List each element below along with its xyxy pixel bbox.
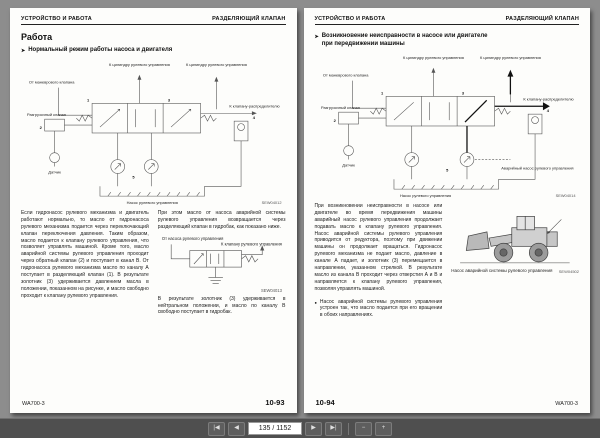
body-column-1: При возникновении неисправности в насосе… bbox=[315, 203, 443, 319]
diagram-label-cylinder-2: К цилиндру рулевого управления bbox=[479, 55, 540, 60]
diagram-number: 4 bbox=[546, 108, 549, 113]
header-chapter-title: РАЗДЕЛЯЮЩИЙ КЛАПАН bbox=[212, 16, 286, 22]
diagram-label-sensor: Датчик bbox=[342, 162, 355, 167]
diagram-number: 5 bbox=[132, 174, 135, 179]
prev-page-button[interactable]: ◀ bbox=[228, 421, 245, 436]
loader-caption-row: Насос аварийной системы рулевого управле… bbox=[451, 268, 579, 274]
body-columns: При возникновении неисправности в насосе… bbox=[315, 203, 580, 319]
footer-page-number: 10-94 bbox=[315, 398, 335, 407]
topic-title: Нормальный режим работы насоса и двигате… bbox=[28, 47, 173, 53]
diagram-number: 3 bbox=[168, 97, 171, 102]
diagram-label-cylinder-1: К цилиндру рулевого управления bbox=[109, 62, 170, 67]
diagram-label-spool: К клапану-распределителю bbox=[523, 96, 573, 101]
footer-page-number: 10-93 bbox=[265, 398, 285, 407]
bullet-arrow-icon: ➤ bbox=[21, 48, 26, 54]
figure-code: SEW04502 bbox=[558, 268, 579, 274]
diagram-label-pump: Насос рулевого управления bbox=[399, 193, 450, 198]
flow-arrowheads bbox=[506, 69, 550, 111]
diagram-label-emergency-pump: Аварийный насос рулевого управления bbox=[501, 165, 573, 170]
loader-shapes bbox=[460, 216, 570, 264]
wheel-loader-illustration bbox=[460, 216, 570, 264]
loader-caption: Насос аварийной системы рулевого управле… bbox=[451, 268, 553, 273]
hydraulic-schematic-normal-mode: К цилиндру рулевого управления К цилиндр… bbox=[27, 62, 282, 205]
zoom-out-button[interactable]: − bbox=[355, 421, 372, 436]
document-page-left: УСТРОЙСТВО И РАБОТА РАЗДЕЛЯЮЩИЙ КЛАПАН Р… bbox=[10, 8, 297, 413]
first-page-button[interactable]: |◀ bbox=[208, 421, 225, 436]
body-text: При возникновении неисправности в насосе… bbox=[314, 203, 443, 292]
page-indicator-input[interactable] bbox=[248, 422, 302, 435]
diagram-number: 1 bbox=[87, 97, 90, 102]
page-footer: WA700-3 10-93 bbox=[22, 398, 285, 407]
bullet-arrow-icon: ➤ bbox=[314, 34, 319, 40]
page-header: УСТРОЙСТВО И РАБОТА РАЗДЕЛЯЮЩИЙ КЛАПАН bbox=[21, 16, 286, 25]
flow-path-bold bbox=[464, 74, 544, 153]
valve-detail-schematic: От насоса рулевого управления К клапану … bbox=[162, 236, 283, 293]
diagram-label-cylinder-2: К цилиндру рулевого управления bbox=[186, 62, 247, 67]
figure-code: SEW04012 bbox=[262, 200, 282, 205]
body-columns: Если гидронасос рулевого механизма и дви… bbox=[21, 210, 286, 316]
diagram-number: 4 bbox=[253, 115, 256, 120]
diagram-label-spool: К клапану-распределителю bbox=[229, 103, 279, 108]
document-page-right: УСТРОЙСТВО И РАБОТА РАЗДЕЛЯЮЩИЙ КЛАПАН ➤… bbox=[303, 8, 590, 413]
next-page-button[interactable]: ▶ bbox=[305, 421, 322, 436]
detail-label-to: К клапану рулевого управления bbox=[221, 241, 282, 246]
diagram-number: 2 bbox=[40, 125, 43, 130]
diagram-number: 5 bbox=[446, 167, 449, 172]
viewer-toolbar: |◀ ◀ ▶ ▶| − + bbox=[0, 418, 600, 438]
body-col2-intro: При этом масло от насоса аварийной систе… bbox=[157, 210, 286, 230]
hydraulic-schematic-failure-mode: К цилиндру рулевого управления К цилиндр… bbox=[320, 55, 576, 198]
schematic-lines bbox=[337, 67, 542, 190]
body-col2-end: В результате золотник (3) удерживается в… bbox=[157, 295, 286, 316]
body-column-2: Насос аварийной системы рулевого управле… bbox=[451, 203, 579, 319]
page-footer: 10-94 WA700-3 bbox=[316, 398, 579, 407]
header-chapter-title: РАЗДЕЛЯЮЩИЙ КЛАПАН bbox=[505, 16, 579, 22]
diagram-label-relief: Разгрузочный клапан bbox=[320, 105, 359, 110]
zoom-in-button[interactable]: + bbox=[375, 421, 392, 436]
note-text: Насос аварийной системы рулевого управле… bbox=[319, 298, 443, 319]
footer-model: WA700-3 bbox=[555, 401, 578, 407]
figure-code: SEW04014 bbox=[555, 193, 576, 198]
schematic-lines bbox=[170, 244, 265, 284]
body-column-1: Если гидронасос рулевого механизма и дви… bbox=[21, 210, 149, 299]
diagram-label-manifold: От маневрового клапана bbox=[29, 80, 75, 85]
last-page-button[interactable]: ▶| bbox=[325, 421, 342, 436]
diagram-label-cylinder-1: К цилиндру рулевого управления bbox=[402, 55, 463, 60]
diagram-label-relief: Разгрузочный клапан bbox=[27, 112, 66, 117]
footer-model: WA700-3 bbox=[22, 401, 45, 407]
diagram-label-manifold: От маневрового клапана bbox=[322, 73, 368, 78]
note-paragraph: ● Насос аварийной системы рулевого управ… bbox=[315, 299, 443, 320]
figure-code: SEW04013 bbox=[261, 288, 283, 293]
detail-label-from: От насоса рулевого управления bbox=[162, 236, 223, 241]
section-title: Работа bbox=[21, 32, 53, 42]
note-bullet-icon: ● bbox=[314, 299, 317, 305]
diagram-number: 2 bbox=[333, 118, 336, 123]
page-header: УСТРОЙСТВО И РАБОТА РАЗДЕЛЯЮЩИЙ КЛАПАН bbox=[314, 16, 579, 25]
topic-bullet: ➤ Нормальный режим работы насоса и двига… bbox=[21, 47, 286, 55]
header-section-title: УСТРОЙСТВО И РАБОТА bbox=[314, 16, 386, 22]
page-spread: УСТРОЙСТВО И РАБОТА РАЗДЕЛЯЮЩИЙ КЛАПАН Р… bbox=[10, 8, 590, 413]
diagram-label-pump: Насос рулевого управления bbox=[127, 200, 178, 205]
topic-bullet: ➤ Возникновение неисправности в насосе и… bbox=[315, 33, 580, 48]
header-section-title: УСТРОЙСТВО И РАБОТА bbox=[21, 16, 92, 22]
body-column-2: При этом масло от насоса аварийной систе… bbox=[158, 210, 286, 316]
diagram-number: 1 bbox=[381, 90, 384, 95]
diagram-label-sensor: Датчик bbox=[48, 169, 61, 174]
topic-title: Возникновение неисправности в насосе или… bbox=[321, 33, 488, 47]
schematic-lines bbox=[44, 74, 257, 197]
toolbar-separator bbox=[348, 422, 349, 435]
diagram-number: 3 bbox=[461, 90, 464, 95]
